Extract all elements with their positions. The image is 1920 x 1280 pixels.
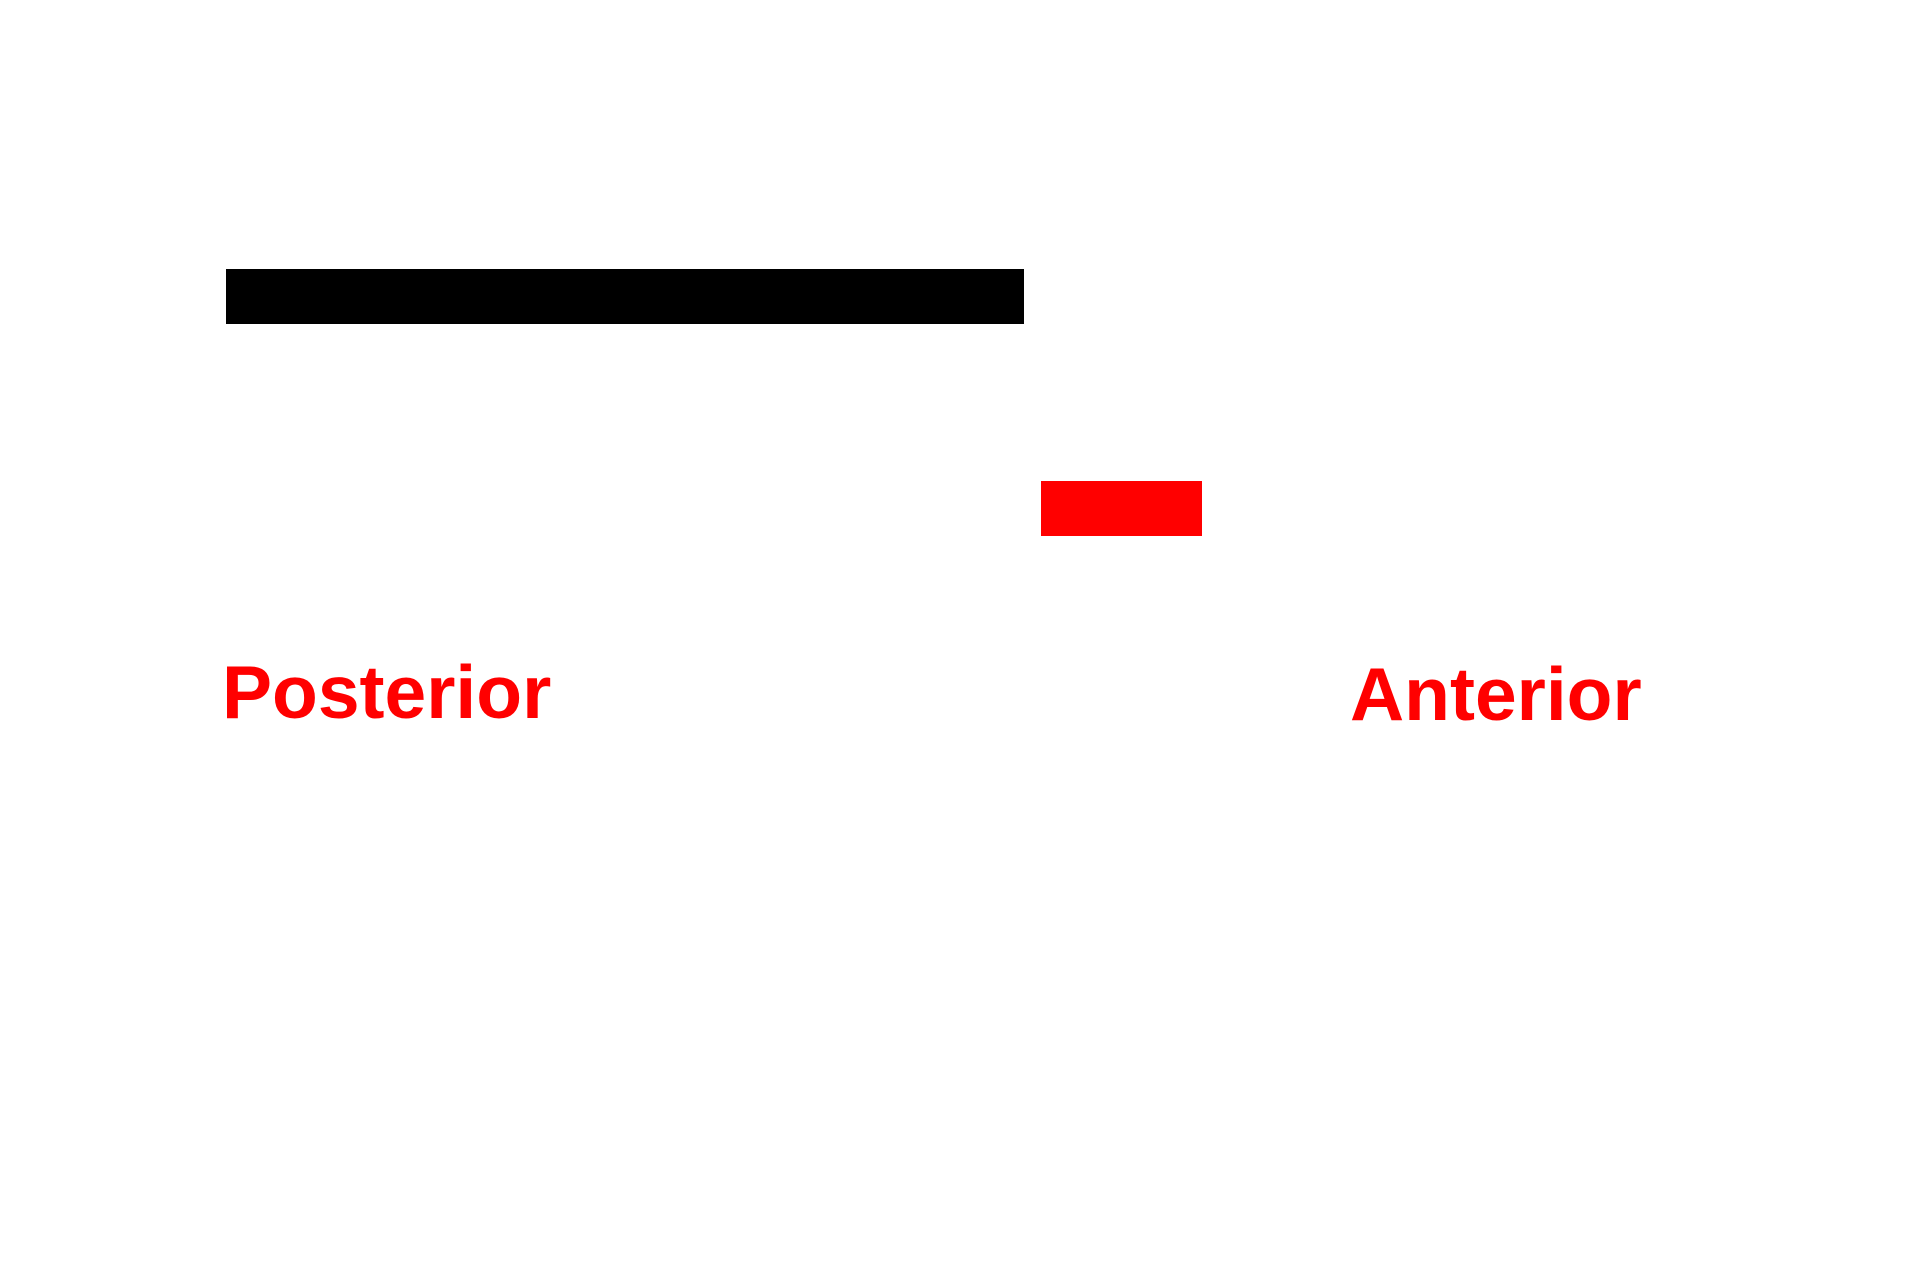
red-bar: [1041, 481, 1202, 536]
anterior-label: Anterior: [1350, 652, 1642, 736]
black-bar: [226, 269, 1024, 324]
posterior-label: Posterior: [222, 650, 552, 734]
